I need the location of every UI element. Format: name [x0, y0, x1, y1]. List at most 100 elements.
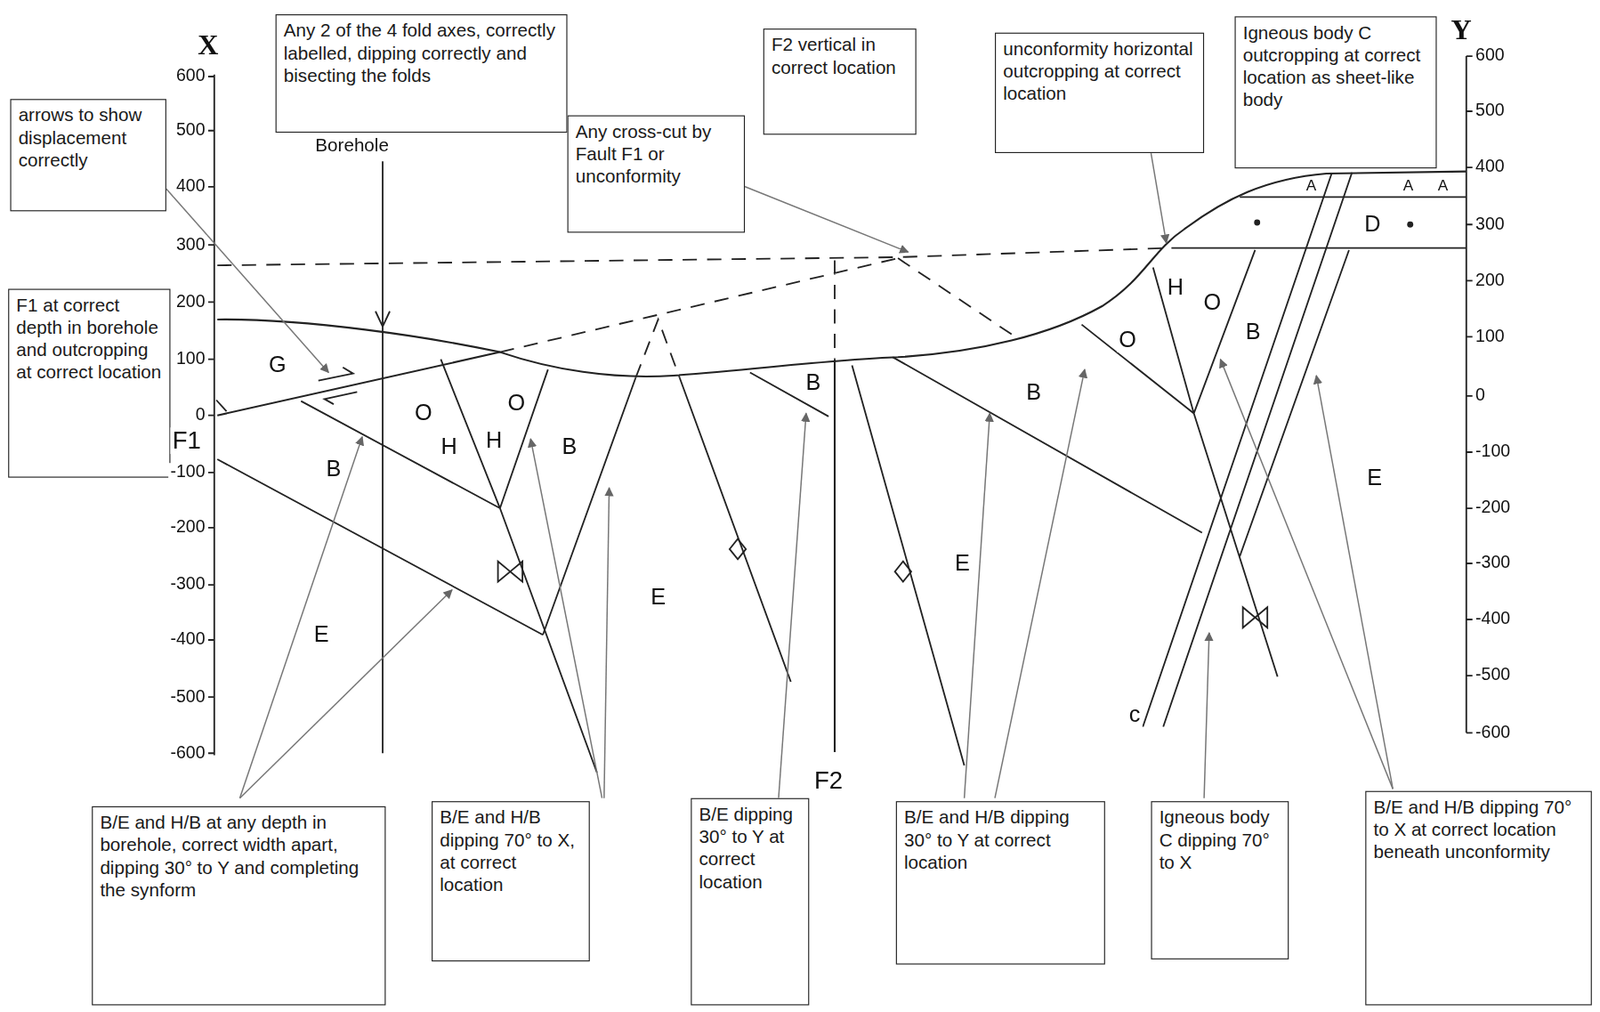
note-box: F1 at correct depth in borehole and outc… — [8, 289, 170, 478]
axis-value: -100 — [168, 462, 208, 482]
axis-value: 0 — [193, 405, 207, 425]
fault-label: F2 — [812, 767, 846, 794]
ornament-dot — [1406, 221, 1414, 228]
leader-lines — [239, 589, 453, 799]
rock-unit-label: A — [1303, 177, 1318, 194]
axis-value: 600 — [174, 66, 208, 86]
axis-value: 400 — [1473, 157, 1507, 177]
leader-lines — [166, 188, 329, 372]
axis-left — [208, 74, 215, 756]
leader-lines — [1204, 632, 1210, 799]
note-box: Igneous body C dipping 70° to X — [1150, 800, 1289, 960]
note-text: B/E dipping 30° to Y at correct location — [698, 804, 801, 895]
rock-unit-label: O — [412, 401, 435, 427]
rock-boundaries — [217, 196, 1467, 773]
leader-lines — [239, 436, 363, 799]
rock-unit-label: E — [648, 584, 668, 610]
note-text: arrows to show displacement correctly — [18, 105, 159, 173]
note-box: arrows to show displacement correctly — [9, 98, 166, 211]
ornament-dot — [1253, 219, 1261, 227]
igneous-dyke — [1142, 172, 1352, 728]
rock-unit-label: E — [953, 550, 972, 576]
axis-value: 500 — [174, 121, 208, 140]
rock-unit-label: E — [1365, 465, 1384, 491]
leader-lines — [743, 185, 909, 253]
rock-unit-label: B — [1243, 319, 1262, 345]
note-box: Any cross-cut by Fault F1 or unconformit… — [567, 115, 746, 234]
axis-value: -300 — [1473, 553, 1513, 573]
axis-value: 200 — [174, 292, 208, 312]
fault-lines — [217, 352, 835, 753]
rock-unit-label: H — [438, 434, 460, 460]
note-box: B/E and H/B dipping 70° to X, at correct… — [431, 800, 590, 962]
rock-unit-label: O — [1201, 290, 1223, 316]
leader-lines — [530, 438, 602, 799]
axis-value: -200 — [1473, 498, 1513, 518]
borehole — [375, 161, 390, 753]
rock-unit-label: O — [1116, 327, 1139, 353]
note-box: B/E and H/B at any depth in borehole, co… — [91, 806, 386, 1006]
axis-value: -600 — [168, 743, 208, 763]
rock-unit-label: E — [311, 622, 331, 647]
note-box: F2 vertical in correct location — [763, 28, 917, 135]
leader-lines — [1220, 359, 1393, 790]
rock-unit-label: B — [323, 457, 343, 483]
note-text: F1 at correct depth in borehole and outc… — [16, 294, 162, 385]
rock-unit-label: c — [1127, 702, 1143, 728]
leader-lines — [604, 487, 610, 799]
rock-unit-label: A — [1400, 177, 1415, 194]
axis-end-label: Y — [1448, 15, 1474, 47]
rock-unit-label: G — [266, 353, 289, 379]
topography — [217, 171, 1467, 377]
axis-value: 300 — [174, 234, 208, 254]
note-box: unconformity horizontal outcropping at c… — [994, 32, 1205, 154]
rock-unit-label: B — [803, 370, 823, 396]
rock-unit-label: H — [1165, 274, 1187, 300]
note-text: Any cross-cut by Fault F1 or unconformit… — [575, 121, 737, 189]
axis-value: 100 — [1473, 327, 1507, 347]
note-text: Igneous body C outcropping at correct lo… — [1243, 22, 1430, 113]
axis-value: -200 — [168, 517, 208, 537]
axis-value: -500 — [1473, 665, 1513, 685]
note-box: Igneous body C outcropping at correct lo… — [1234, 16, 1437, 169]
note-text: Igneous body C dipping 70° to X — [1159, 807, 1281, 875]
rock-unit-label: H — [484, 428, 505, 453]
rock-unit-label: B — [559, 434, 579, 460]
rock-unit-label: O — [505, 390, 527, 416]
axis-value: 100 — [174, 349, 208, 369]
note-box: B/E and H/B dipping 30° to Y at correct … — [896, 800, 1106, 964]
projected-lines — [217, 248, 1169, 379]
axis-value: -400 — [1473, 609, 1513, 629]
rock-unit-label: B — [1024, 380, 1043, 406]
note-text: B/E and H/B dipping 70° to X, at correct… — [439, 807, 582, 897]
axis-value: -500 — [168, 686, 208, 706]
note-box: B/E dipping 30° to Y at correct location — [690, 798, 809, 1006]
rock-unit-label: D — [1362, 211, 1383, 237]
leader-lines — [994, 369, 1085, 799]
leader-lines — [1316, 375, 1393, 789]
axis-value: -400 — [168, 630, 208, 649]
axis-right — [1466, 56, 1473, 733]
note-text: B/E and H/B dipping 30° to Y at correct … — [904, 807, 1098, 875]
rock-unit-label: A — [1435, 177, 1450, 194]
axis-value: 600 — [1473, 46, 1507, 65]
axis-value: -300 — [168, 574, 208, 594]
note-box: B/E and H/B dipping 70° to X at correct … — [1365, 791, 1592, 1006]
axis-value: -100 — [1473, 442, 1513, 461]
fold-symbols — [498, 538, 1269, 628]
note-text: Any 2 of the 4 fold axes, correctly labe… — [283, 20, 560, 89]
axis-value: 400 — [174, 177, 208, 196]
axis-value: 0 — [1473, 386, 1487, 405]
borehole-label: Borehole — [313, 136, 391, 157]
note-text: unconformity horizontal outcropping at c… — [1002, 39, 1196, 107]
fault-label: F1 — [169, 427, 203, 454]
axis-end-label: X — [195, 30, 221, 62]
note-text: F2 vertical in correct location — [771, 34, 909, 80]
note-box: Any 2 of the 4 fold axes, correctly labe… — [275, 14, 568, 133]
note-text: B/E and H/B at any depth in borehole, co… — [99, 812, 378, 903]
leader-lines — [1150, 153, 1166, 243]
axis-value: 500 — [1473, 101, 1507, 121]
note-text: B/E and H/B dipping 70° to X at correct … — [1373, 797, 1584, 865]
axis-value: 200 — [1473, 271, 1507, 291]
